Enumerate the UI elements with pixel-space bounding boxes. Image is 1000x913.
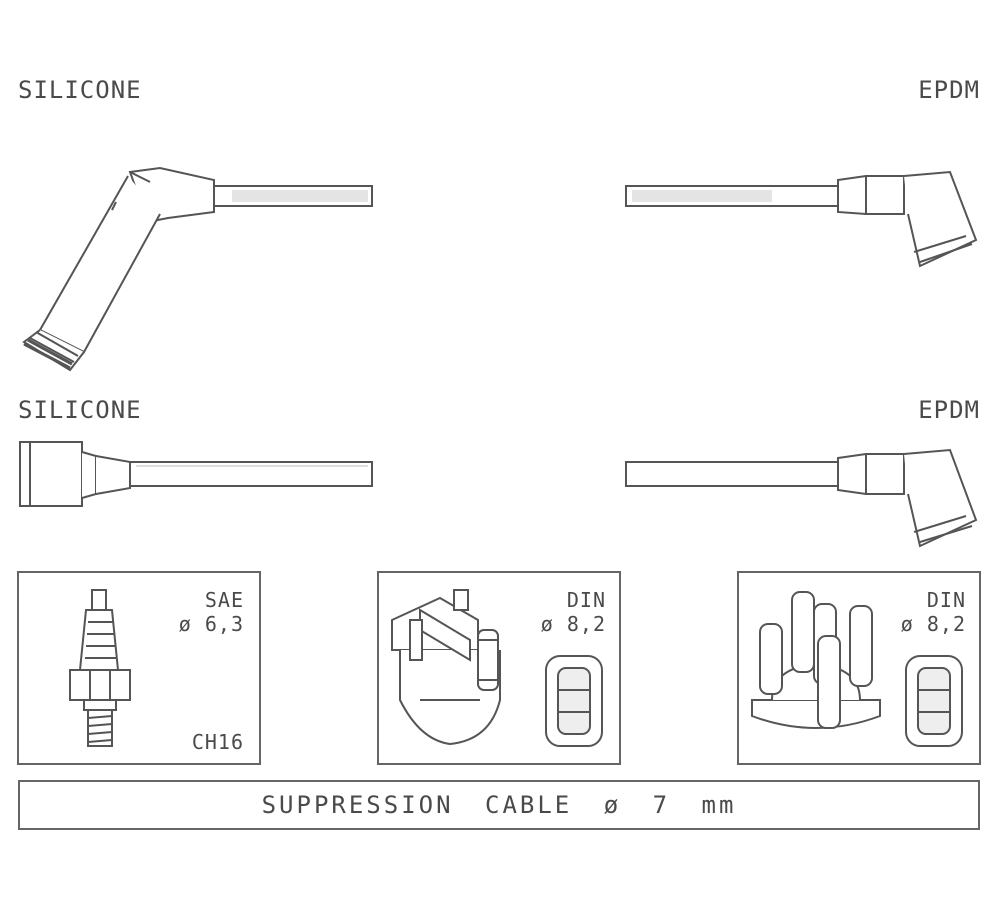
spark-plug-diameter-label: ø 6,3 [178, 612, 244, 636]
coil-standard-label: DIN [566, 588, 606, 612]
epdm-angled-boot-top [625, 170, 978, 268]
spark-plug-panel [17, 571, 261, 765]
suppression-cable-text: SUPPRESSION CABLE ø 7 mm [261, 791, 737, 819]
distributor-diameter-label: ø 8,2 [900, 612, 966, 636]
ignition-coil-icon [391, 589, 501, 746]
epdm-angled-boot-middle [625, 448, 978, 548]
distributor-panel [737, 571, 981, 765]
spark-plug-code-label: CH16 [191, 730, 244, 754]
top-left-material-label: SILICONE [18, 76, 142, 104]
suppression-cable-banner: SUPPRESSION CABLE ø 7 mm [18, 780, 980, 830]
silicone-straight-boot [19, 441, 373, 507]
spark-plug-icon [69, 589, 131, 747]
middle-right-material-label: EPDM [918, 396, 980, 424]
silicone-angled-boot [22, 166, 373, 372]
din-boot-section-icon-2 [905, 655, 963, 747]
spark-plug-standard-label: SAE [204, 588, 244, 612]
din-boot-section-icon-1 [545, 655, 603, 747]
distributor-cap-icon [751, 591, 881, 729]
coil-diameter-label: ø 8,2 [540, 612, 606, 636]
middle-left-material-label: SILICONE [18, 396, 142, 424]
top-right-material-label: EPDM [918, 76, 980, 104]
coil-panel [377, 571, 621, 765]
distributor-standard-label: DIN [926, 588, 966, 612]
